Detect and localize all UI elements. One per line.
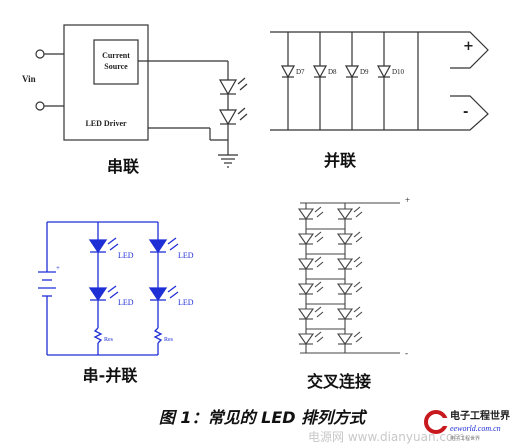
cross-light-arrow: [316, 236, 324, 243]
cross-light-arrow: [314, 231, 322, 238]
cross-light-arrow: [353, 206, 361, 213]
cross-light-arrow: [353, 231, 361, 238]
cross-light-arrow: [316, 211, 324, 218]
cross-led: [297, 283, 315, 295]
vin-terminal-bottom: [35, 101, 45, 111]
output-plus-arrow: [450, 31, 489, 69]
parallel-led-d10: [376, 65, 392, 79]
led-driver-label: LED Driver: [85, 119, 127, 128]
sp-led-label-1: LED: [118, 251, 134, 260]
series-parallel-circuit: [38, 221, 179, 356]
sp-res-label-1: Res: [104, 337, 114, 343]
current-source-label-1: Current: [102, 51, 130, 60]
cross-light-arrow: [355, 336, 363, 343]
ground-icon: [218, 154, 238, 168]
logo-sub-text: 电子工程世界: [450, 435, 480, 442]
cross-led: [297, 333, 315, 345]
parallel-plus-label: +: [463, 39, 474, 54]
cross-light-arrow: [314, 306, 322, 313]
cross-light-arrow: [355, 311, 363, 318]
vin-terminal-top: [35, 49, 45, 59]
d8-label: D8: [328, 68, 337, 76]
battery-plus-label: +: [56, 264, 60, 272]
cross-minus-label: -: [405, 348, 408, 358]
led-driver-box: [63, 24, 149, 141]
current-source-box: [93, 39, 139, 85]
cross-connection-title: 交叉连接: [307, 372, 371, 391]
cross-light-arrow: [355, 236, 363, 243]
cross-led: [297, 233, 315, 245]
sp-led-left-2: [88, 287, 108, 302]
sp-led-left-1: [88, 239, 108, 254]
cross-light-arrow: [314, 256, 322, 263]
parallel-led-d9: [344, 65, 360, 79]
logo-url-text: eeworld.com.cn: [450, 424, 501, 433]
cross-light-arrow: [353, 256, 361, 263]
cross-led: [297, 258, 315, 270]
parallel-led-d8: [312, 65, 328, 79]
current-source-label-2: Source: [104, 62, 128, 71]
output-minus-arrow: [450, 95, 489, 131]
cross-connection-circuit: [297, 202, 400, 354]
cross-light-arrow: [353, 331, 361, 338]
cross-led: [336, 308, 354, 320]
cross-light-arrow: [316, 336, 324, 343]
figure-caption: 图 1：常见的 LED 排列方式: [159, 408, 368, 427]
cross-light-arrow: [316, 286, 324, 293]
watermark-text: 电源网 www.dianyuan.com: [308, 430, 465, 444]
series-title: 串联: [107, 157, 139, 176]
eeworld-logo: 电子工程世界 eeworld.com.cn 电子工程世界: [424, 409, 510, 442]
cross-light-arrow: [314, 206, 322, 213]
cross-led: [336, 233, 354, 245]
d10-label: D10: [392, 68, 405, 76]
sp-resistor-right: [153, 327, 163, 344]
d7-label: D7: [296, 68, 305, 76]
series-led-1: [218, 79, 238, 96]
sp-led-label-2: LED: [118, 298, 134, 307]
vin-label: Vin: [22, 74, 36, 84]
parallel-minus-label: -: [463, 105, 468, 120]
cross-light-arrow: [314, 281, 322, 288]
series-led-2: [218, 109, 238, 126]
cross-led: [297, 208, 315, 220]
sp-res-label-2: Res: [164, 337, 174, 343]
parallel-led-d7: [280, 65, 296, 79]
logo-main-text: 电子工程世界: [450, 409, 510, 422]
sp-led-label-3: LED: [178, 251, 194, 260]
sp-led-right-2: [148, 287, 168, 302]
cross-led: [336, 208, 354, 220]
sp-led-right-1: [148, 239, 168, 254]
cross-light-arrow: [353, 281, 361, 288]
cross-light-arrow: [355, 211, 363, 218]
parallel-circuit: [270, 31, 489, 131]
cross-light-arrow: [355, 286, 363, 293]
series-circuit: [35, 24, 248, 168]
parallel-title: 并联: [324, 151, 356, 170]
series-parallel-title: 串-并联: [83, 366, 138, 385]
cross-led: [336, 283, 354, 295]
sp-led-label-4: LED: [178, 298, 194, 307]
cross-light-arrow: [316, 311, 324, 318]
cross-led: [336, 333, 354, 345]
cross-light-arrow: [353, 306, 361, 313]
battery-icon: [38, 270, 56, 305]
cross-led: [336, 258, 354, 270]
cross-light-arrow: [316, 261, 324, 268]
cross-light-arrow: [314, 331, 322, 338]
cross-light-arrow: [355, 261, 363, 268]
sp-resistor-left: [93, 327, 103, 344]
cross-led: [297, 308, 315, 320]
cross-plus-label: +: [405, 195, 410, 205]
d9-label: D9: [360, 68, 369, 76]
